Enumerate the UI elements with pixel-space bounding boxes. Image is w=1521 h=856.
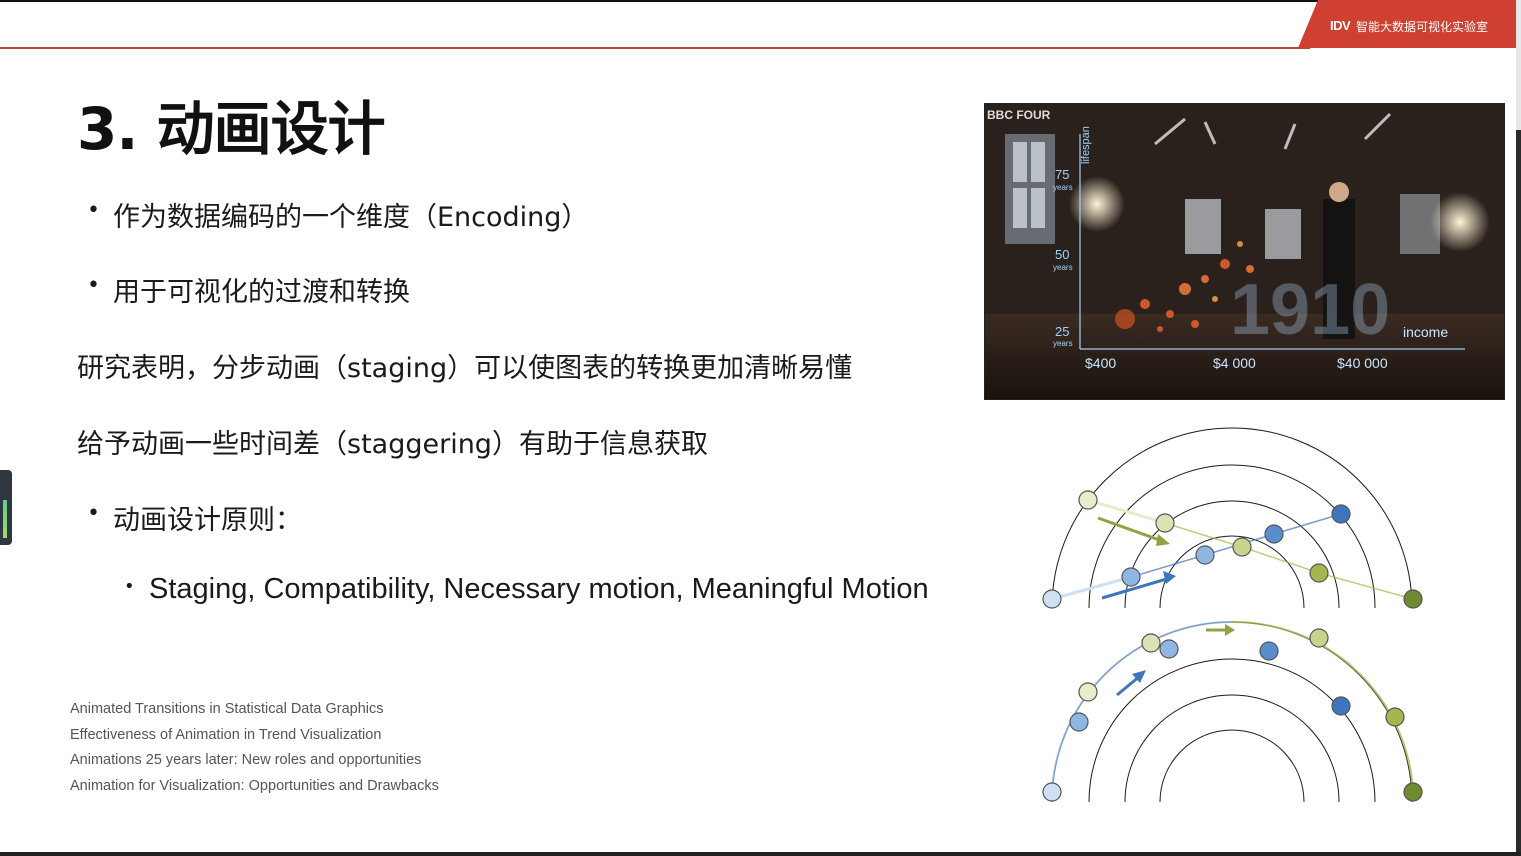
arrow-blue-bottom [1116,670,1146,697]
node-mid-green [1385,707,1405,727]
video-y-tick: 50 [1055,247,1069,262]
node-mid-blue [1159,639,1179,659]
node-dark-blue [1331,696,1351,716]
paragraph-staggering: 给予动画一些时间差（staggering）有助于信息获取 [77,429,708,460]
header-rule [0,47,1310,49]
bullet-encoding: 作为数据编码的一个维度（Encoding） [113,202,589,233]
window-bottom-border [0,852,1521,856]
video-y-tick: 25 [1055,324,1069,339]
lab-logo: IDV [1330,18,1351,33]
node-mid-blue [1069,712,1089,732]
paragraph-staging: 研究表明，分步动画（staging）可以使图表的转换更加清晰易懂 [77,353,853,384]
video-y-unit: years [1053,339,1073,348]
right-window-edge-light [1516,0,1521,130]
node-blue [1264,524,1284,544]
node-dark-blue [1331,504,1351,524]
principles-list: Staging, Compatibility, Necessary motion… [149,573,929,605]
arrow-green-bottom [1206,624,1235,636]
channel-logo: BBC FOUR [987,108,1051,122]
video-y-tick: 75 [1055,167,1069,182]
audio-level-meter [3,500,7,538]
staggering-diagram [1042,427,1423,803]
right-window-edge [1516,0,1521,856]
references: Animated Transitions in Statistical Data… [70,697,439,799]
node-mid-blue [1195,545,1215,565]
node-pale-green [1078,490,1098,510]
arrow-green [1097,516,1170,546]
arc-inner [1159,729,1305,803]
node-light-green [1141,633,1161,653]
bullet-dot: • [87,273,100,298]
node-green [1309,628,1329,648]
bullet-transition: 用于可视化的过渡和转换 [113,277,410,308]
reference-item: Animation for Visualization: Opportuniti… [70,777,439,794]
node-green [1232,537,1252,557]
arrow-blue [1101,571,1176,600]
video-x-tick: $40 000 [1337,355,1388,371]
blue-path-faded [1051,575,1132,601]
audio-level-widget[interactable] [0,470,12,545]
green-path-faded [1087,498,1166,525]
video-still[interactable]: BBC FOUR lifespan 75 50 25 years years y… [984,103,1505,400]
node-blue [1259,641,1279,661]
video-x-axis-label: income [1403,324,1448,340]
arc-outer [1051,427,1413,609]
node-light-blue [1042,589,1062,609]
reference-item: Animated Transitions in Statistical Data… [70,701,384,717]
video-y-axis-label: lifespan [1080,126,1092,164]
video-y-unit: years [1053,263,1073,272]
bullet-dot: • [87,198,100,223]
arc-2 [1088,658,1376,803]
bullet-dot: • [87,501,100,526]
node-dark-green [1403,589,1423,609]
video-x-tick: $400 [1085,355,1116,371]
node-dark-green [1403,782,1423,802]
video-scene: BBC FOUR lifespan 75 50 25 years years y… [985,104,1504,399]
node-light-green [1155,513,1175,533]
lab-name: 智能大数据可视化实验室 [1356,20,1489,34]
arc-outer [1051,621,1413,803]
video-y-unit: years [1053,183,1073,192]
node-mid-green [1309,563,1329,583]
arc-2 [1088,464,1376,609]
sub-bullet-dot: • [124,576,135,597]
video-x-tick: $4 000 [1213,355,1256,371]
node-mid-blue [1121,567,1141,587]
header-banner [1298,0,1521,48]
green-arc-path [1231,620,1414,793]
arc-3 [1124,500,1340,609]
reference-item: Effectiveness of Animation in Trend Visu… [70,726,382,743]
blue-arc-path [1051,620,1233,793]
node-pale-green [1078,682,1098,702]
arc-3 [1124,694,1340,803]
page-title: 3. 动画设计 [77,95,386,163]
reference-item: Animations 25 years later: New roles and… [70,752,422,769]
principles-heading: 动画设计原则： [113,505,302,536]
node-light-blue [1042,782,1062,802]
window-top-border [0,0,1521,2]
year-watermark: 1910 [1230,270,1390,350]
